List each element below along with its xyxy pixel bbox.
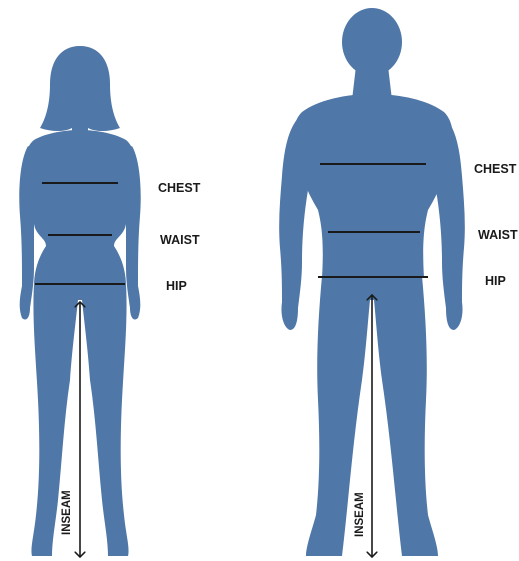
male-hip-label: HIP <box>485 274 506 288</box>
female-waist-label: WAIST <box>160 233 200 247</box>
male-inseam-label: INSEAM <box>354 492 366 537</box>
female-chest-label: CHEST <box>158 181 201 195</box>
male-chest-label: CHEST <box>474 162 517 176</box>
female-inseam-label: INSEAM <box>61 490 73 535</box>
male-waist-label: WAIST <box>478 228 518 242</box>
female-hip-label: HIP <box>166 279 187 293</box>
